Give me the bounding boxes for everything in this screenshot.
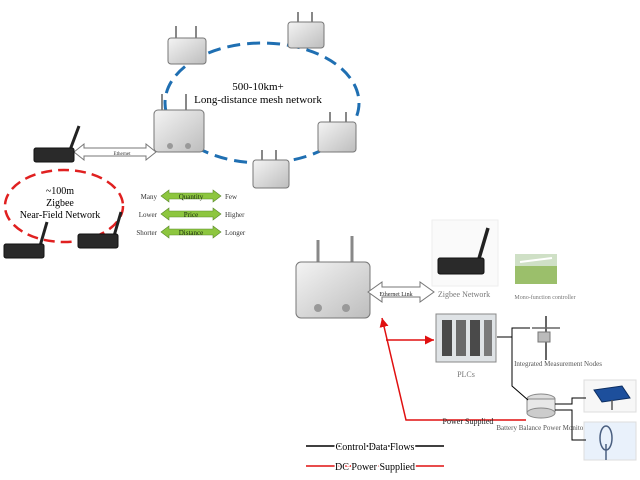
measurement-station [532, 316, 560, 360]
comparison-left-label: Shorter [136, 229, 157, 237]
plc-unit [435, 313, 497, 363]
mesh-title-label: Long-distance mesh network [194, 94, 322, 106]
near-field-ring [3, 168, 125, 244]
zigbee-router-bottom-left [3, 221, 49, 259]
comparison-right-label: Few [225, 193, 238, 201]
battery-monitor-label: Battery Balance Power Monitor [496, 424, 586, 432]
ethernet-arrow-top: Ethernet [73, 142, 157, 162]
sprinkler-photo [515, 254, 557, 284]
ethernet-link-label: Ethernet Link [379, 292, 412, 298]
measurement-nodes-label: Integrated Measurement Nodes [514, 360, 602, 368]
dc-power-lines [379, 317, 526, 421]
comparison-left-label: Many [141, 193, 158, 201]
comparison-left-label: Lower [139, 211, 158, 219]
comparison-arrow-0 [160, 189, 222, 203]
mesh-range-label: 500-10km+ [232, 81, 283, 93]
near-field-subtitle-label: Near-Field Network [20, 210, 101, 221]
power-supplied-label: Power Supplied [443, 417, 494, 426]
gateway-device-main [153, 94, 205, 153]
gateway-device-system [295, 236, 371, 319]
gateway-device-top-left [167, 26, 207, 65]
comparison-arrow-2 [160, 225, 222, 239]
comparison-center-label: Price [184, 211, 198, 219]
comparison-center-label: Distance [179, 229, 204, 237]
zigbee-router-top [33, 125, 81, 163]
comparison-arrow-1 [160, 207, 222, 221]
zigbee-router-bottom-right [77, 211, 123, 249]
mono-controller-label: Mono-function controller [514, 294, 575, 301]
zigbee-network-label: Zigbee Network [438, 290, 490, 299]
near-field-range-label: ~100m [46, 186, 74, 197]
ethernet-link-arrow [367, 281, 435, 303]
control-data-lines [497, 327, 586, 441]
solar-panel [583, 379, 637, 413]
wind-turbine [583, 421, 637, 461]
comparison-right-label: Longer [225, 229, 246, 237]
gateway-device-top-right [287, 12, 325, 49]
legend-power-label: DC Power Supplied [335, 462, 415, 473]
gateway-device-right [317, 112, 357, 153]
legend-control-label: Control Data Flows [336, 442, 415, 453]
zigbee-router-system [431, 219, 499, 287]
plc-label: PLCs [457, 370, 475, 379]
near-field-title-label: Zigbee [46, 198, 74, 209]
gateway-device-bottom [252, 150, 290, 189]
legend: Control Data Flows DC Power Supplied [306, 441, 444, 475]
comparison-right-label: Higher [225, 211, 245, 219]
battery-monitor [526, 393, 556, 419]
ethernet-label: Ethernet [114, 152, 132, 157]
comparison-center-label: Quantity [179, 193, 204, 201]
